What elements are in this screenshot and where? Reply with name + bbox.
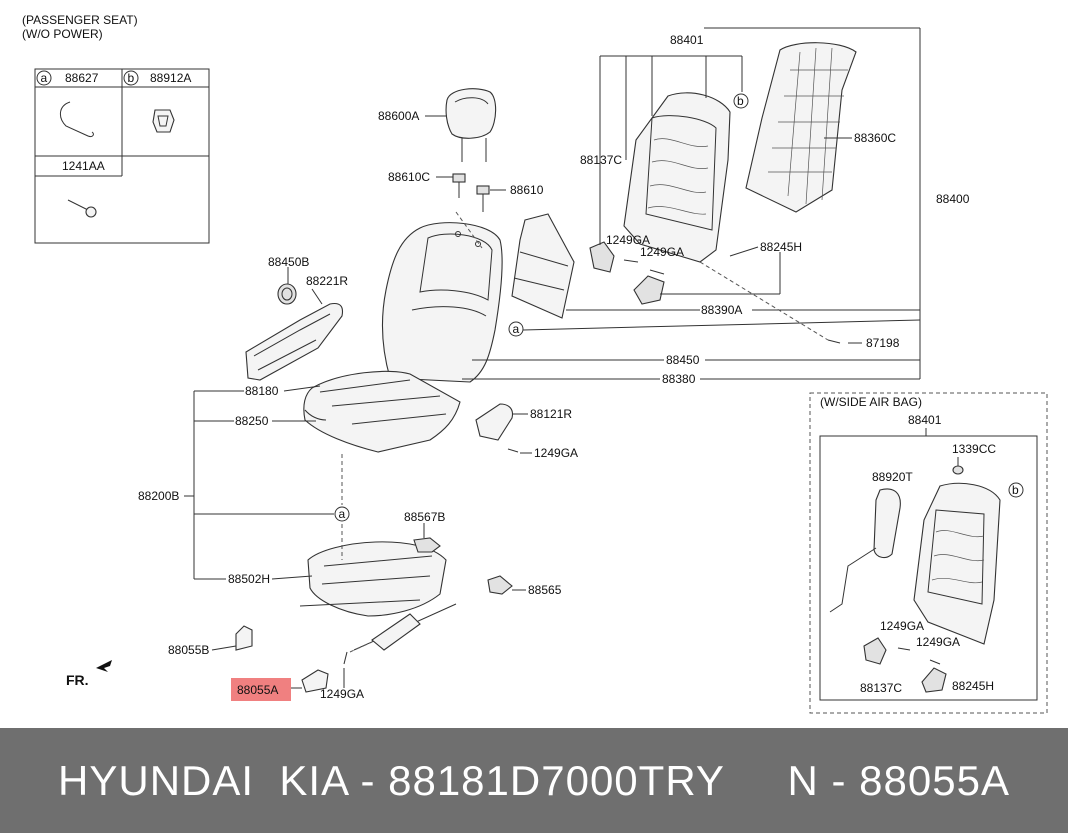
label-1249ga-frame-1: 1249GA (606, 233, 650, 247)
side-airbag-module (873, 488, 901, 559)
circle-marker-a-back: a (513, 322, 520, 336)
label-88450: 88450 (666, 353, 700, 367)
airbag-circle-marker-b: b (1012, 483, 1019, 497)
airbag-seat-frame (913, 482, 1001, 645)
cover-88055b (235, 625, 253, 651)
side-airbag-panel: (W/SIDE AIR BAG) 88401 1339CC 88920T b 1… (809, 392, 1048, 714)
label-88600a: 88600A (378, 109, 419, 123)
label-88200b: 88200B (138, 489, 179, 503)
airbag-label-1249ga-2: 1249GA (916, 635, 960, 649)
cushion-frame (299, 541, 457, 651)
frame-bracket-88137c (589, 241, 615, 273)
circle-marker-b: b (737, 94, 744, 108)
legend-part-88912a: 88912A (150, 71, 191, 85)
screw-icon (67, 199, 89, 211)
cover-88055a (301, 669, 329, 693)
label-87198: 87198 (866, 336, 900, 350)
leader-lines (184, 27, 921, 689)
front-label: FR. (66, 672, 89, 688)
label-88450b: 88450B (268, 255, 309, 269)
header-without-power: (W/O POWER) (22, 27, 103, 41)
label-88401: 88401 (670, 33, 704, 47)
airbag-label-1249ga-1: 1249GA (880, 619, 924, 633)
airbag-bracket-88137c (863, 637, 887, 665)
part-number-text: HYUNDAI KIA - 88181D7000TRY N - 88055A (58, 756, 1010, 804)
circle-marker-a-cushion: a (339, 507, 346, 521)
label-88121r: 88121R (530, 407, 572, 421)
legend-part-1241aa: 1241AA (62, 159, 105, 173)
label-88055a-highlighted[interactable]: 88055A (237, 683, 278, 697)
label-88502h: 88502H (228, 572, 270, 586)
airbag-label-88401: 88401 (908, 413, 942, 427)
frame-bracket-88245h (633, 275, 665, 305)
label-88360c: 88360C (854, 131, 896, 145)
label-88380: 88380 (662, 372, 696, 386)
dashed-leaders (341, 211, 829, 653)
airbag-panel-title: (W/SIDE AIR BAG) (820, 395, 922, 409)
label-88250: 88250 (235, 414, 269, 428)
airbag-label-1339cc: 1339CC (952, 442, 996, 456)
legend-marker-a: a (41, 71, 48, 85)
recliner-knob (277, 283, 297, 305)
label-1249ga-cover: 1249GA (534, 446, 578, 460)
airbag-bracket-88245h (921, 667, 947, 693)
label-88390a: 88390A (701, 303, 742, 317)
label-88221r: 88221R (306, 274, 348, 288)
part-number-footer: HYUNDAI KIA - 88181D7000TRY N - 88055A (0, 728, 1068, 833)
back-pad (511, 213, 575, 319)
side-trim-88221r (245, 302, 344, 381)
legend-box: a 88627 b 88912A 1241AA (34, 68, 210, 244)
label-1249ga-bottom: 1249GA (320, 687, 364, 701)
seat-back-frame (623, 92, 731, 263)
legend-part-88627: 88627 (65, 71, 99, 85)
seat-back-panel (745, 42, 857, 213)
clip-icon (152, 109, 175, 133)
legend-marker-b: b (128, 71, 135, 85)
front-arrow-icon (96, 660, 112, 672)
parts-diagram: (PASSENGER SEAT) (W/O POWER) a 88627 b 8… (22, 13, 1048, 714)
highlighted-part-box (231, 678, 291, 701)
label-88137c: 88137C (580, 153, 622, 167)
headrest (445, 88, 497, 162)
label-88610c: 88610C (388, 170, 430, 184)
label-1249ga-frame-2: 1249GA (640, 245, 684, 259)
wire-hook-icon (60, 101, 94, 137)
header-passenger-seat: (PASSENGER SEAT) (22, 13, 138, 27)
headrest-guides (452, 173, 490, 212)
label-88180: 88180 (245, 384, 279, 398)
airbag-label-88137c: 88137C (860, 681, 902, 695)
airbag-label-88920t: 88920T (872, 470, 913, 484)
label-88245h: 88245H (760, 240, 802, 254)
label-88055b: 88055B (168, 643, 209, 657)
clip-88565 (487, 575, 513, 595)
label-88400: 88400 (936, 192, 970, 206)
bolts (343, 259, 841, 665)
label-88567b: 88567B (404, 510, 445, 524)
cover-88121r (475, 403, 514, 441)
airbag-label-88245h: 88245H (952, 679, 994, 693)
seat-back (381, 222, 503, 383)
seat-cushion (303, 370, 461, 453)
bracket-88567b (413, 537, 441, 553)
label-88565: 88565 (528, 583, 562, 597)
label-88610: 88610 (510, 183, 544, 197)
